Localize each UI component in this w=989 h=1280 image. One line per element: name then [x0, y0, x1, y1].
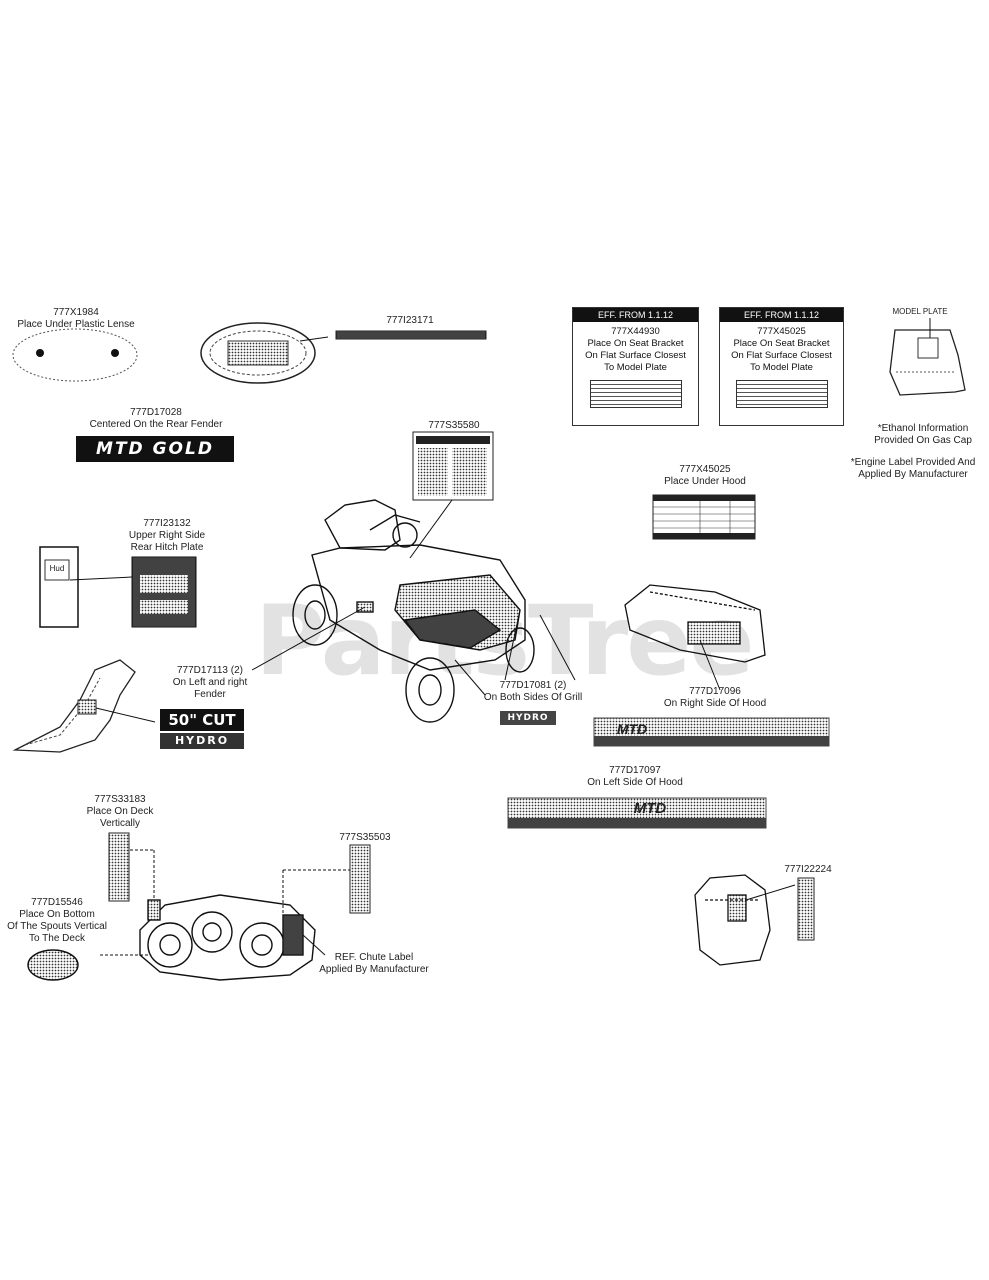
label-777D15546: 777D15546 Place On Bottom Of The Spouts …: [7, 897, 107, 944]
seat-decal-a: [589, 380, 682, 408]
label-777D17028: 777D17028 Centered On the Rear Fender: [89, 407, 223, 430]
label-777X45025b: 777X45025 Place Under Hood: [664, 464, 746, 487]
label-777D17096: 777D17096 On Right Side Of Hood: [663, 686, 767, 709]
mtd-hood-left-text: MTD: [633, 800, 667, 817]
label-model-plate: MODEL PLATE: [892, 307, 948, 316]
label-ethanol: *Ethanol Information Provided On Gas Cap: [874, 423, 972, 446]
engine-outline: [889, 329, 966, 396]
hydro-decal: HYDRO: [160, 733, 244, 749]
eff-from-a: EFF. FROM 1.1.12: [573, 308, 698, 322]
mtd-gold-decal: MTD GOLD: [76, 436, 234, 462]
hydro-grill-decal: HYDRO: [500, 711, 556, 725]
leader-fender: [251, 606, 366, 671]
mower-outline: [292, 499, 535, 723]
mtd-hood-right-text: MTD: [616, 721, 648, 737]
spout-decal: [27, 949, 79, 981]
leader-grill-b: [539, 614, 576, 681]
seat-bracket-label-b: EFF. FROM 1.1.12 777X45025 Place On Seat…: [719, 307, 844, 426]
label-777S33183: 777S33183 Place On Deck Vertically: [86, 794, 154, 829]
eff-from-b: EFF. FROM 1.1.12: [720, 308, 843, 322]
deck-decal: [349, 844, 371, 914]
label-chute: REF. Chute Label Applied By Manufacturer: [319, 952, 429, 975]
deck-vertical-decal: [108, 832, 130, 902]
hitch-plate-text: Hud: [49, 564, 65, 573]
label-777S35580: 777S35580: [428, 420, 480, 431]
leader-grill-a: [504, 609, 521, 681]
hood-table-decal: [652, 494, 756, 540]
seat-decal-b: [735, 380, 828, 408]
fender-outline: [12, 659, 136, 753]
strip-decal: [335, 330, 487, 340]
label-777D17097: 777D17097 On Left Side Of Hood: [587, 765, 683, 788]
label-777X1984: 777X1984 Place Under Plastic Lense: [17, 307, 135, 330]
hitch-plate: [39, 546, 79, 628]
lens-decal: [12, 328, 138, 382]
engine-decal: [797, 877, 815, 941]
label-engine: *Engine Label Provided And Applied By Ma…: [850, 457, 976, 480]
engine-lower-outline: [694, 874, 771, 966]
label-777D17113: 777D17113 (2) On Left and right Fender: [172, 665, 248, 700]
leader-deck: [454, 659, 486, 696]
seat-bracket-label-a: EFF. FROM 1.1.12 777X44930 Place On Seat…: [572, 307, 699, 426]
hood-outline: [624, 584, 766, 663]
label-777X44930: 777X44930 Place On Seat Bracket On Flat …: [585, 326, 686, 373]
label-777I23132: 777I23132 Upper Right Side Rear Hitch Pl…: [128, 518, 206, 553]
deck-outline: [139, 894, 316, 981]
leader-seat: [409, 499, 453, 559]
label-777D17081: 777D17081 (2) On Both Sides Of Grill: [483, 680, 583, 703]
headlight-lens: [200, 322, 316, 384]
label-777X45025a: 777X45025 Place On Seat Bracket On Flat …: [731, 326, 832, 373]
label-777I23171: 777I23171: [386, 315, 434, 326]
label-777S35503: 777S35503: [339, 832, 391, 843]
label-777I22224: 777I22224: [784, 864, 832, 875]
cut-50-decal: 50" CUT: [160, 709, 244, 731]
